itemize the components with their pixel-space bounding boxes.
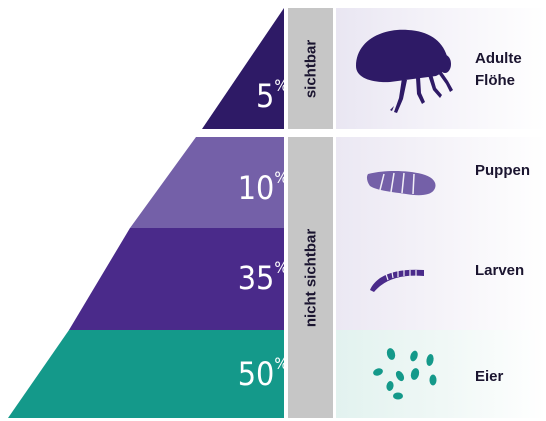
- percent-pupae-value: 10: [237, 169, 275, 207]
- percent-pupae: 10%: [237, 169, 288, 207]
- flea-population-pyramid: [8, 8, 284, 418]
- eggs-panel: [336, 330, 546, 418]
- percent-eggs-unit: %: [274, 354, 288, 373]
- stage-adult-line2: Flöhe: [475, 72, 515, 89]
- not-visible-bar: nicht sichtbar: [288, 137, 333, 418]
- pupa-icon: [366, 171, 436, 196]
- visible-label: sichtbar: [302, 39, 319, 98]
- stage-larvae: Larven: [475, 262, 525, 279]
- pyramid-tier-larvae: [69, 228, 284, 330]
- visible-bar: sichtbar: [288, 8, 333, 129]
- percent-adults-value: 5: [256, 77, 275, 115]
- percent-eggs-value: 50: [237, 355, 275, 393]
- pyramid-tier-eggs: [8, 330, 284, 418]
- percent-adults-unit: %: [274, 76, 288, 95]
- stage-eggs: Eier: [475, 368, 504, 385]
- not-visible-label: nicht sichtbar: [302, 228, 319, 327]
- pyramid-tier-pupae: [130, 137, 284, 228]
- percent-larvae-value: 35: [237, 259, 275, 297]
- percent-pupae-unit: %: [274, 168, 288, 187]
- percent-larvae: 35%: [237, 259, 288, 297]
- stage-adult-fleas: Adulte Flöhe: [475, 48, 522, 92]
- pyramid-tier-adults: [202, 8, 284, 129]
- percent-larvae-unit: %: [274, 258, 288, 277]
- stage-adult-line1: Adulte: [475, 50, 522, 67]
- percent-adults: 5%: [256, 77, 288, 115]
- percent-eggs: 50%: [237, 355, 288, 393]
- eggs-icon: [373, 348, 437, 400]
- flea-icon: [356, 29, 453, 113]
- larva-icon: [370, 269, 424, 292]
- stage-pupae: Puppen: [475, 162, 530, 179]
